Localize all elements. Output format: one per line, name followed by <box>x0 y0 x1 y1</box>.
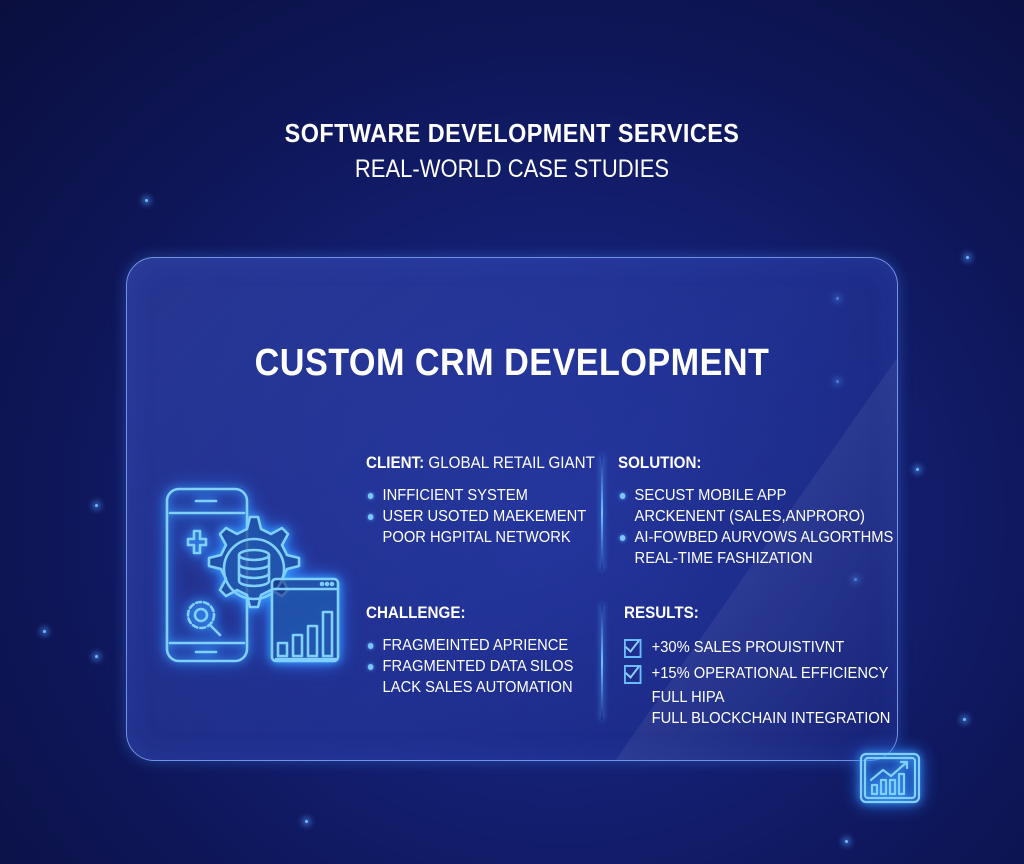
result-item: +30% SALES PROUISTIVNT <box>624 635 890 661</box>
client-item: USER USOTED MAEKEMENT <box>366 506 595 527</box>
growth-chart-icon <box>859 752 921 804</box>
glow-star <box>43 630 46 633</box>
mobile-gear-database-chart-icon <box>162 485 342 665</box>
solution-item: SECUST MOBILE APP <box>618 485 893 506</box>
challenge-item: FRAGMEINTED APRIENCE <box>366 635 573 656</box>
result-item: FULL BLOCKCHAIN INTEGRATION <box>651 710 891 727</box>
case-study-card: CUSTOM CRM DEVELOPMENT CLIENT: GLOBAL RE… <box>126 257 898 761</box>
page-header: SOFTWARE DEVELOPMENT SERVICES REAL-WORLD… <box>0 118 1024 184</box>
solution-item: REAL-TIME FASHIZATION <box>634 550 813 567</box>
checkbox-icon <box>624 665 642 684</box>
client-value: GLOBAL RETAIL GIANT <box>428 454 595 472</box>
client-heading: CLIENT: GLOBAL RETAIL GIANT <box>366 454 595 473</box>
page-subtitle: REAL-WORLD CASE STUDIES <box>354 155 670 183</box>
challenge-heading: CHALLENGE: <box>366 604 466 622</box>
glow-star <box>845 840 848 843</box>
glow-star <box>95 504 98 507</box>
glow-star <box>305 820 308 823</box>
result-item: +15% OPERATIONAL EFFICIENCY <box>624 661 890 687</box>
checkbox-icon <box>624 639 642 658</box>
result-text: +30% SALES PROUISTIVNT <box>651 639 845 656</box>
solution-section: SOLUTION: SECUST MOBILE APP ARCKENENT (S… <box>618 454 897 569</box>
results-heading: RESULTS: <box>624 604 699 622</box>
solution-item: ARCKENENT (SALES,ANPRORO) <box>634 508 865 525</box>
challenge-item: LACK SALES AUTOMATION <box>382 679 573 696</box>
challenge-section: CHALLENGE: FRAGMEINTED APRIENCE FRAGMENT… <box>366 604 591 698</box>
glow-star <box>95 655 98 658</box>
solution-heading: SOLUTION: <box>618 454 702 472</box>
page-title: SOFTWARE DEVELOPMENT SERVICES <box>284 118 740 148</box>
client-item: POOR HGPITAL NETWORK <box>382 529 571 546</box>
client-label: CLIENT: <box>366 454 425 472</box>
case-study-title: CUSTOM CRM DEVELOPMENT <box>254 342 770 384</box>
column-divider <box>601 455 603 570</box>
result-text: +15% OPERATIONAL EFFICIENCY <box>651 665 889 682</box>
results-section: RESULTS: +30% SALES PROUISTIVNT +15% OPE… <box>624 604 897 729</box>
solution-item: AI-FOWBED AURVOWS ALGORTHMS <box>618 527 893 548</box>
challenge-item: FRAGMENTED DATA SILOS <box>366 656 573 677</box>
result-item: FULL HIPA <box>651 689 725 706</box>
client-item: INFFICIENT SYSTEM <box>366 485 595 506</box>
glow-star <box>966 256 969 259</box>
glow-star <box>963 718 966 721</box>
column-divider <box>601 604 603 720</box>
glow-star <box>145 199 148 202</box>
glow-star <box>916 468 919 471</box>
client-section: CLIENT: GLOBAL RETAIL GIANT INFFICIENT S… <box>366 454 615 548</box>
